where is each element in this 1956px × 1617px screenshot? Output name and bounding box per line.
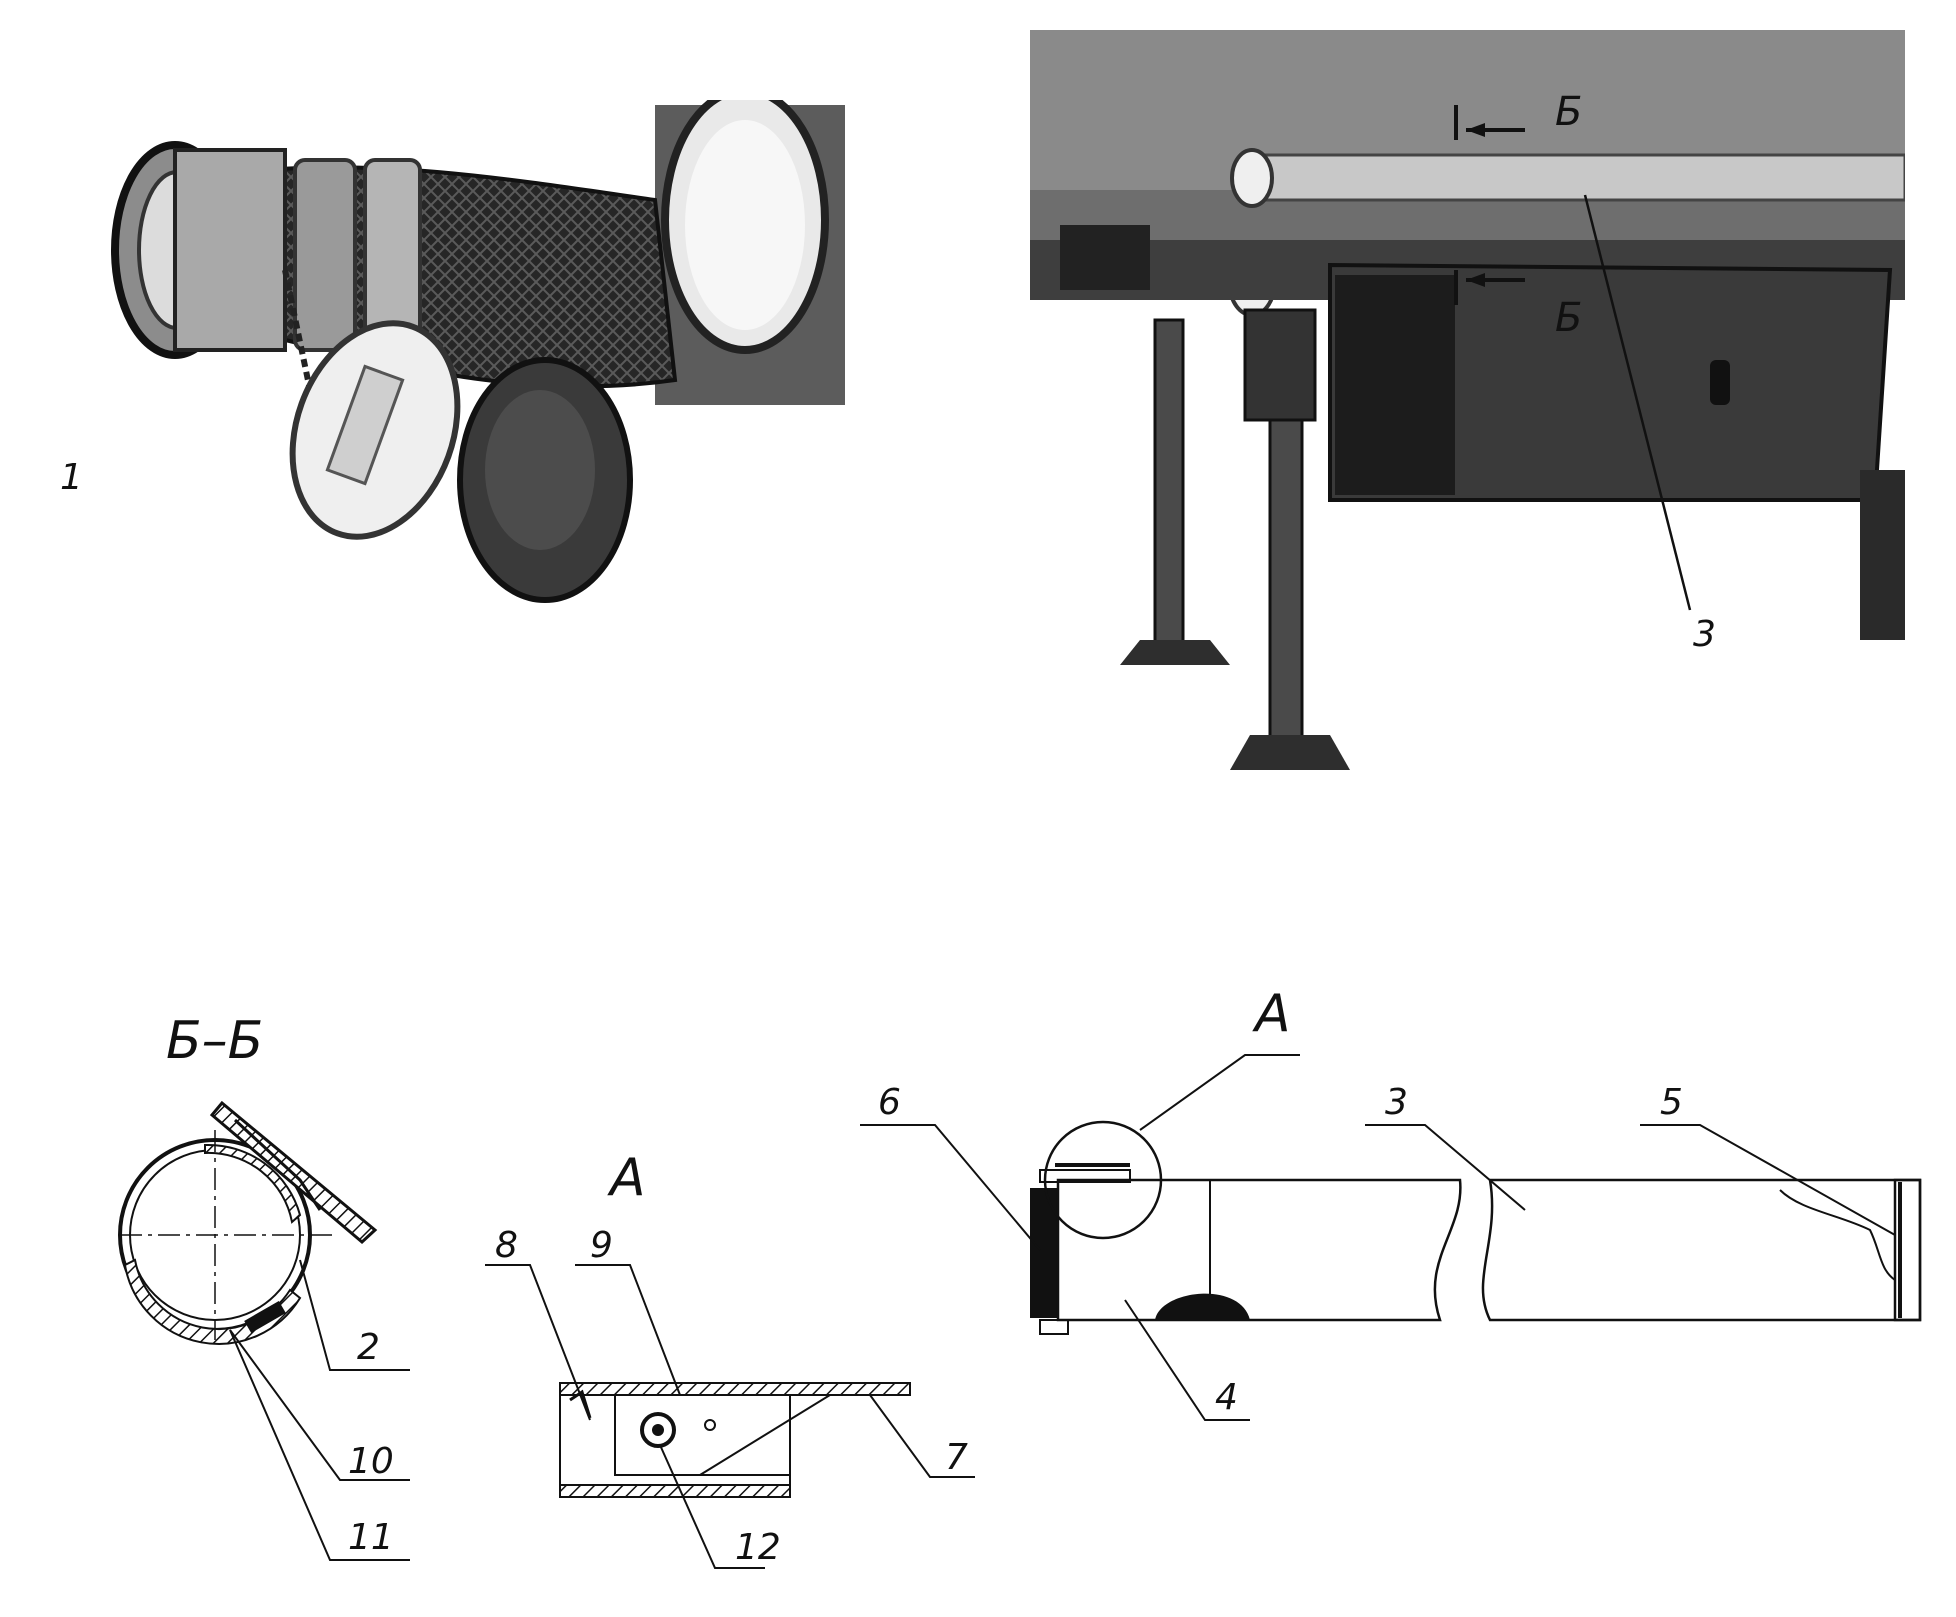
callout-3-photo: 3 xyxy=(1693,614,1716,655)
callout-5: 5 xyxy=(1660,1082,1683,1123)
callout-10: 10 xyxy=(348,1441,394,1482)
section-bb-drawing xyxy=(118,1100,410,1561)
callout-7: 7 xyxy=(945,1437,968,1478)
callout-8: 8 xyxy=(495,1225,518,1266)
section-mark-top: Б xyxy=(1555,89,1583,135)
section-mark-bottom: Б xyxy=(1555,295,1583,341)
section-bb-title: Б–Б xyxy=(166,1011,264,1071)
callout-1: 1 xyxy=(60,457,83,498)
callout-11: 11 xyxy=(348,1517,394,1558)
callout-6: 6 xyxy=(878,1082,901,1123)
truck-photo xyxy=(1030,30,1905,790)
detail-a-marker: А xyxy=(1255,984,1291,1044)
callout-3-drawing: 3 xyxy=(1385,1082,1408,1123)
hose-photo xyxy=(95,100,845,730)
case-view-drawing xyxy=(860,1054,1922,1421)
truck-photo-art xyxy=(1030,30,1905,770)
callout-2: 2 xyxy=(357,1327,380,1368)
callout-4: 4 xyxy=(1215,1377,1238,1418)
detail-a-title: А xyxy=(610,1148,646,1208)
callout-9: 9 xyxy=(590,1225,613,1266)
hose-photo-art xyxy=(111,100,845,603)
detail-a-drawing xyxy=(485,1264,975,1569)
callout-12: 12 xyxy=(735,1527,781,1568)
